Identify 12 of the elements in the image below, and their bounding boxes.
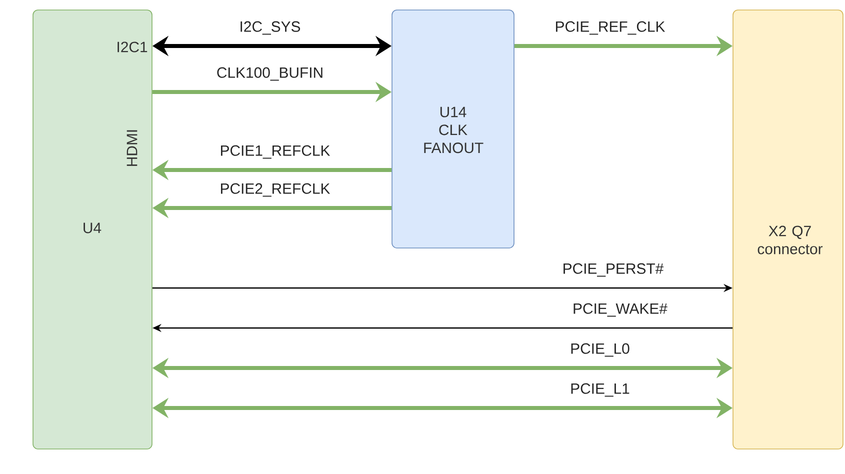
chip-box: I2C1 HDMI U4: [32, 10, 152, 450]
chip-box: U14 CLK FANOUT: [392, 10, 514, 248]
edge-label: I2C_SYS: [240, 21, 300, 35]
connector-box: X2 Q7 connector: [732, 10, 844, 450]
edge-label: PCIE_PERST#: [564, 263, 664, 277]
edge-label: PCIE_L1: [571, 383, 630, 397]
edge-label: PCIE_WAKE#: [574, 303, 668, 317]
edge-label: PCIE_L0: [571, 343, 630, 357]
edge-label: CLK100_BUFIN: [217, 67, 322, 81]
edge-label: PCIE_REF_CLK: [556, 21, 666, 35]
edge-label: PCIE1_REFCLK: [221, 145, 330, 159]
edge-label: PCIE2_REFCLK: [221, 183, 330, 197]
